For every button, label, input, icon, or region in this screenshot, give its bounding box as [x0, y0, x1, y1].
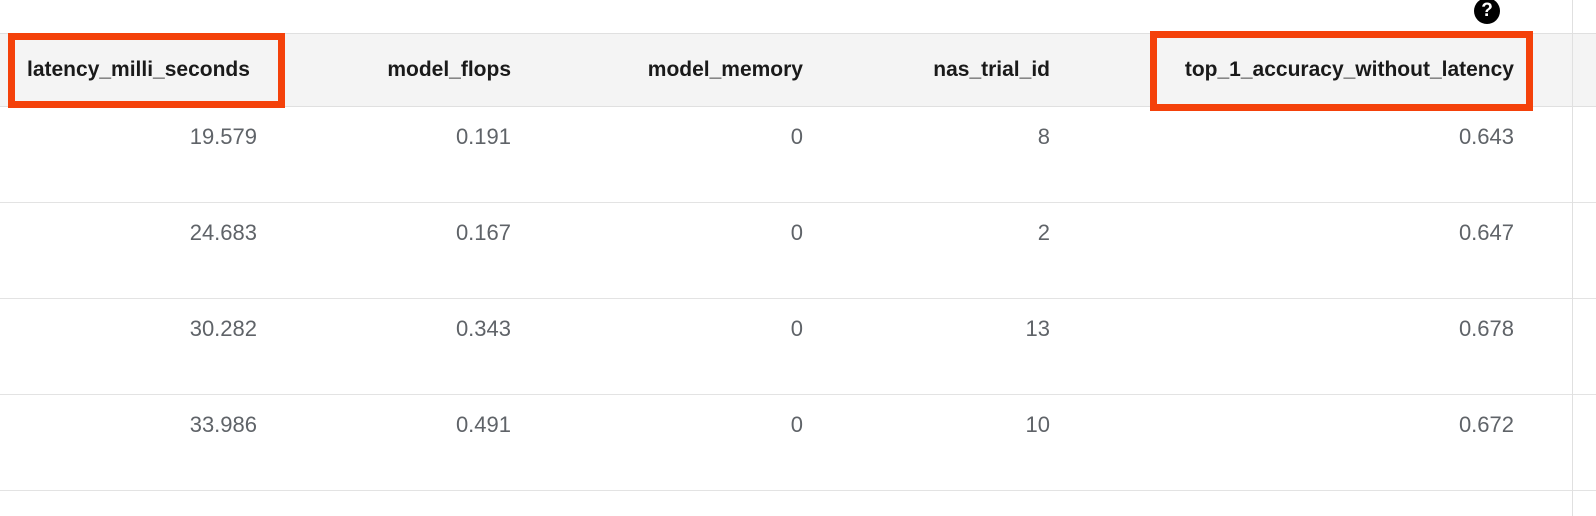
column-header-next-partial[interactable] [1573, 33, 1596, 107]
data-table: latency_milli_seconds model_flops model_… [0, 33, 1596, 516]
cell-model-flops: 0.191 [455, 124, 511, 149]
cell-top-1-accuracy-without-latency: 0.678 [1458, 316, 1514, 341]
column-divider [1572, 0, 1573, 516]
cell-top-1-accuracy-without-latency: 0.672 [1458, 412, 1514, 437]
table-body: 19.579 0.191 0 8 0.643 24.683 0.167 0 2 … [0, 107, 1596, 516]
cell-top-1-accuracy-without-latency: 0.643 [1458, 124, 1514, 149]
cell-nas-trial-id: 13 [1025, 316, 1050, 341]
cell-nas-trial-id: 8 [1037, 124, 1050, 149]
column-header-model-flops[interactable]: model_flops [387, 58, 511, 81]
cell-model-flops: 0.491 [455, 412, 511, 437]
cell-model-memory: 0 [790, 220, 803, 245]
column-header-nas-trial-id[interactable]: nas_trial_id [933, 58, 1050, 81]
cell-model-memory: 0 [790, 412, 803, 437]
cell-latency-milli-seconds: 19.579 [189, 124, 257, 149]
table-header-row: latency_milli_seconds model_flops model_… [0, 33, 1596, 107]
column-header-latency-milli-seconds[interactable]: latency_milli_seconds [27, 58, 250, 81]
column-header-model-memory[interactable]: model_memory [647, 58, 803, 81]
cell-model-memory: 0 [790, 124, 803, 149]
table-row[interactable]: 24.683 0.167 0 2 0.647 [0, 203, 1596, 299]
column-header-top-1-accuracy-without-latency[interactable]: top_1_accuracy_without_latency [1184, 58, 1514, 81]
cell-nas-trial-id: 10 [1025, 412, 1050, 437]
table-row[interactable]: 30.282 0.343 0 13 0.678 [0, 299, 1596, 395]
cell-latency-milli-seconds: 24.683 [189, 220, 257, 245]
help-circle-icon[interactable]: ? [1474, 0, 1500, 24]
cell-model-flops: 0.167 [455, 220, 511, 245]
cell-top-1-accuracy-without-latency: 0.647 [1458, 220, 1514, 245]
cell-model-flops: 0.343 [455, 316, 511, 341]
table-row[interactable]: 19.579 0.191 0 8 0.643 [0, 107, 1596, 203]
table-row[interactable]: 33.986 0.491 0 10 0.672 [0, 395, 1596, 491]
cell-model-memory: 0 [790, 316, 803, 341]
cell-latency-milli-seconds: 33.986 [189, 412, 257, 437]
cell-nas-trial-id: 2 [1037, 220, 1050, 245]
toolbar-strip: ? [0, 0, 1596, 33]
cell-latency-milli-seconds: 30.282 [189, 316, 257, 341]
